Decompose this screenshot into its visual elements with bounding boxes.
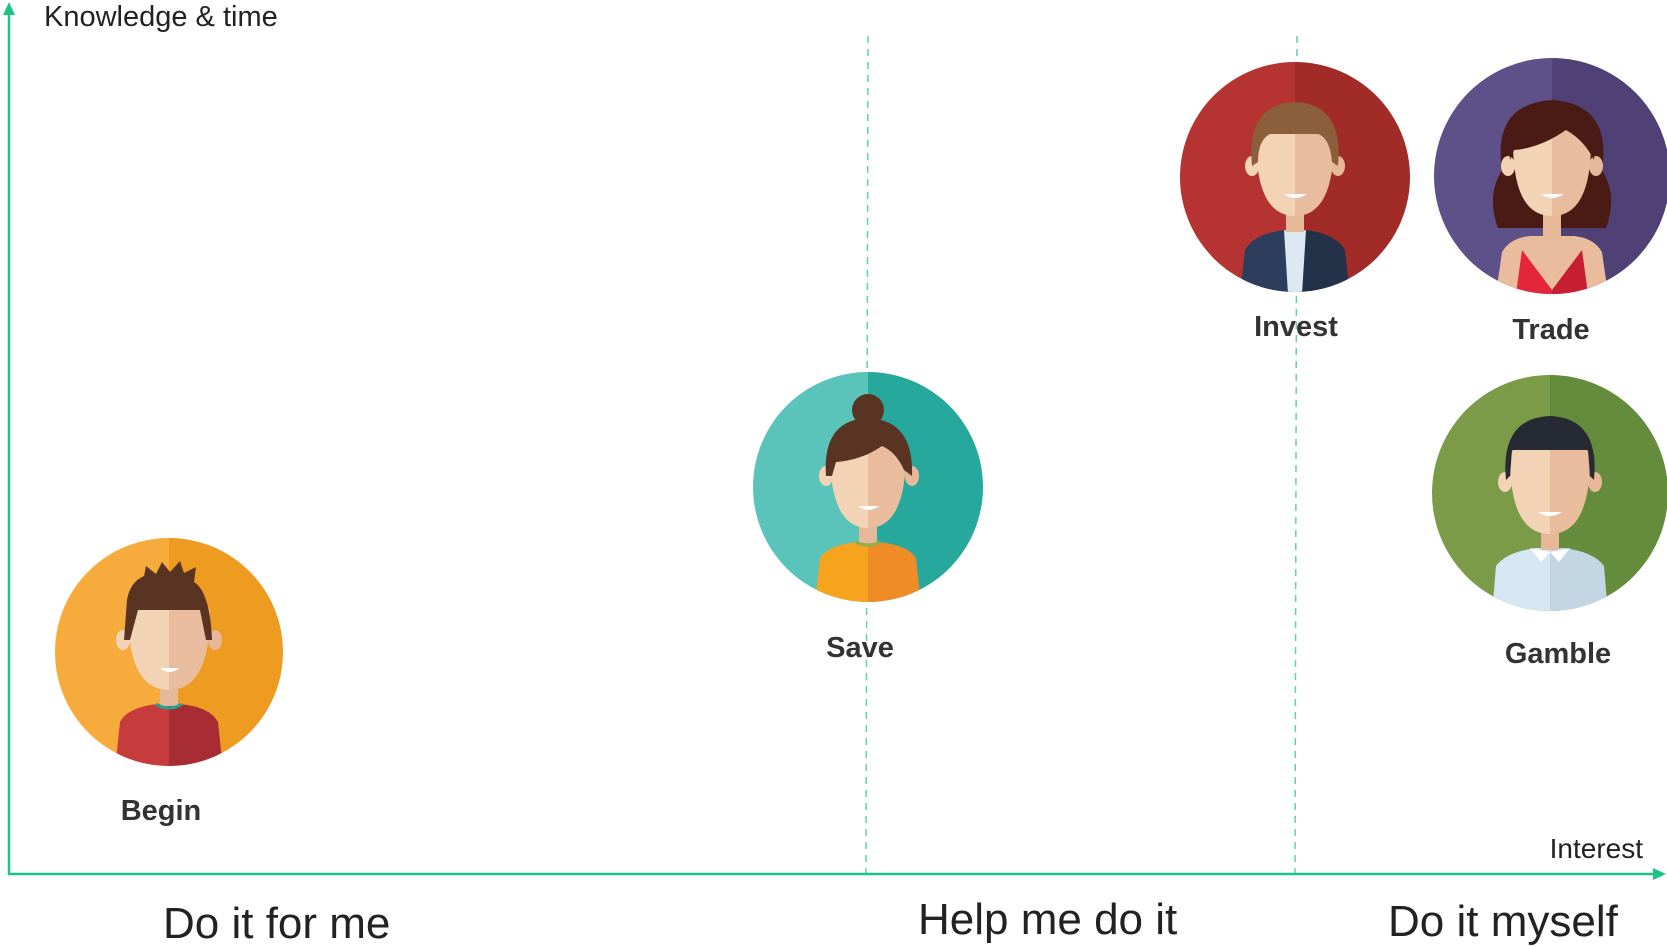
persona-label-trade: Trade xyxy=(1512,314,1589,346)
zone-label-do-it-myself: Do it myself xyxy=(1388,897,1619,946)
woman-bun-icon xyxy=(753,372,983,602)
persona-gamble: Gamble xyxy=(1432,375,1667,670)
persona-trade: Trade xyxy=(1434,58,1667,346)
y-axis-label: Knowledge & time xyxy=(44,1,278,33)
x-axis xyxy=(8,868,1666,880)
man-collar-shirt-icon xyxy=(1432,375,1667,611)
persona-invest: Invest xyxy=(1180,62,1410,343)
y-axis xyxy=(3,2,15,874)
persona-label-gamble: Gamble xyxy=(1505,638,1611,670)
persona-label-invest: Invest xyxy=(1254,311,1338,343)
persona-save: Save xyxy=(753,372,983,664)
persona-begin: Begin xyxy=(55,538,283,827)
woman-long-hair-icon xyxy=(1434,58,1667,294)
y-axis-arrow-icon xyxy=(3,2,15,15)
persona-label-save: Save xyxy=(826,632,894,664)
zone-label-do-it-for-me: Do it for me xyxy=(163,899,390,947)
man-suit-icon xyxy=(1180,62,1410,292)
zone-label-help-me-do-it: Help me do it xyxy=(918,895,1177,944)
persona-label-begin: Begin xyxy=(121,795,202,827)
zone-divider-2 xyxy=(1294,35,1298,876)
x-axis-label: Interest xyxy=(1550,833,1644,864)
boy-spiky-hair-icon xyxy=(55,538,283,766)
x-axis-arrow-icon xyxy=(1653,868,1666,880)
